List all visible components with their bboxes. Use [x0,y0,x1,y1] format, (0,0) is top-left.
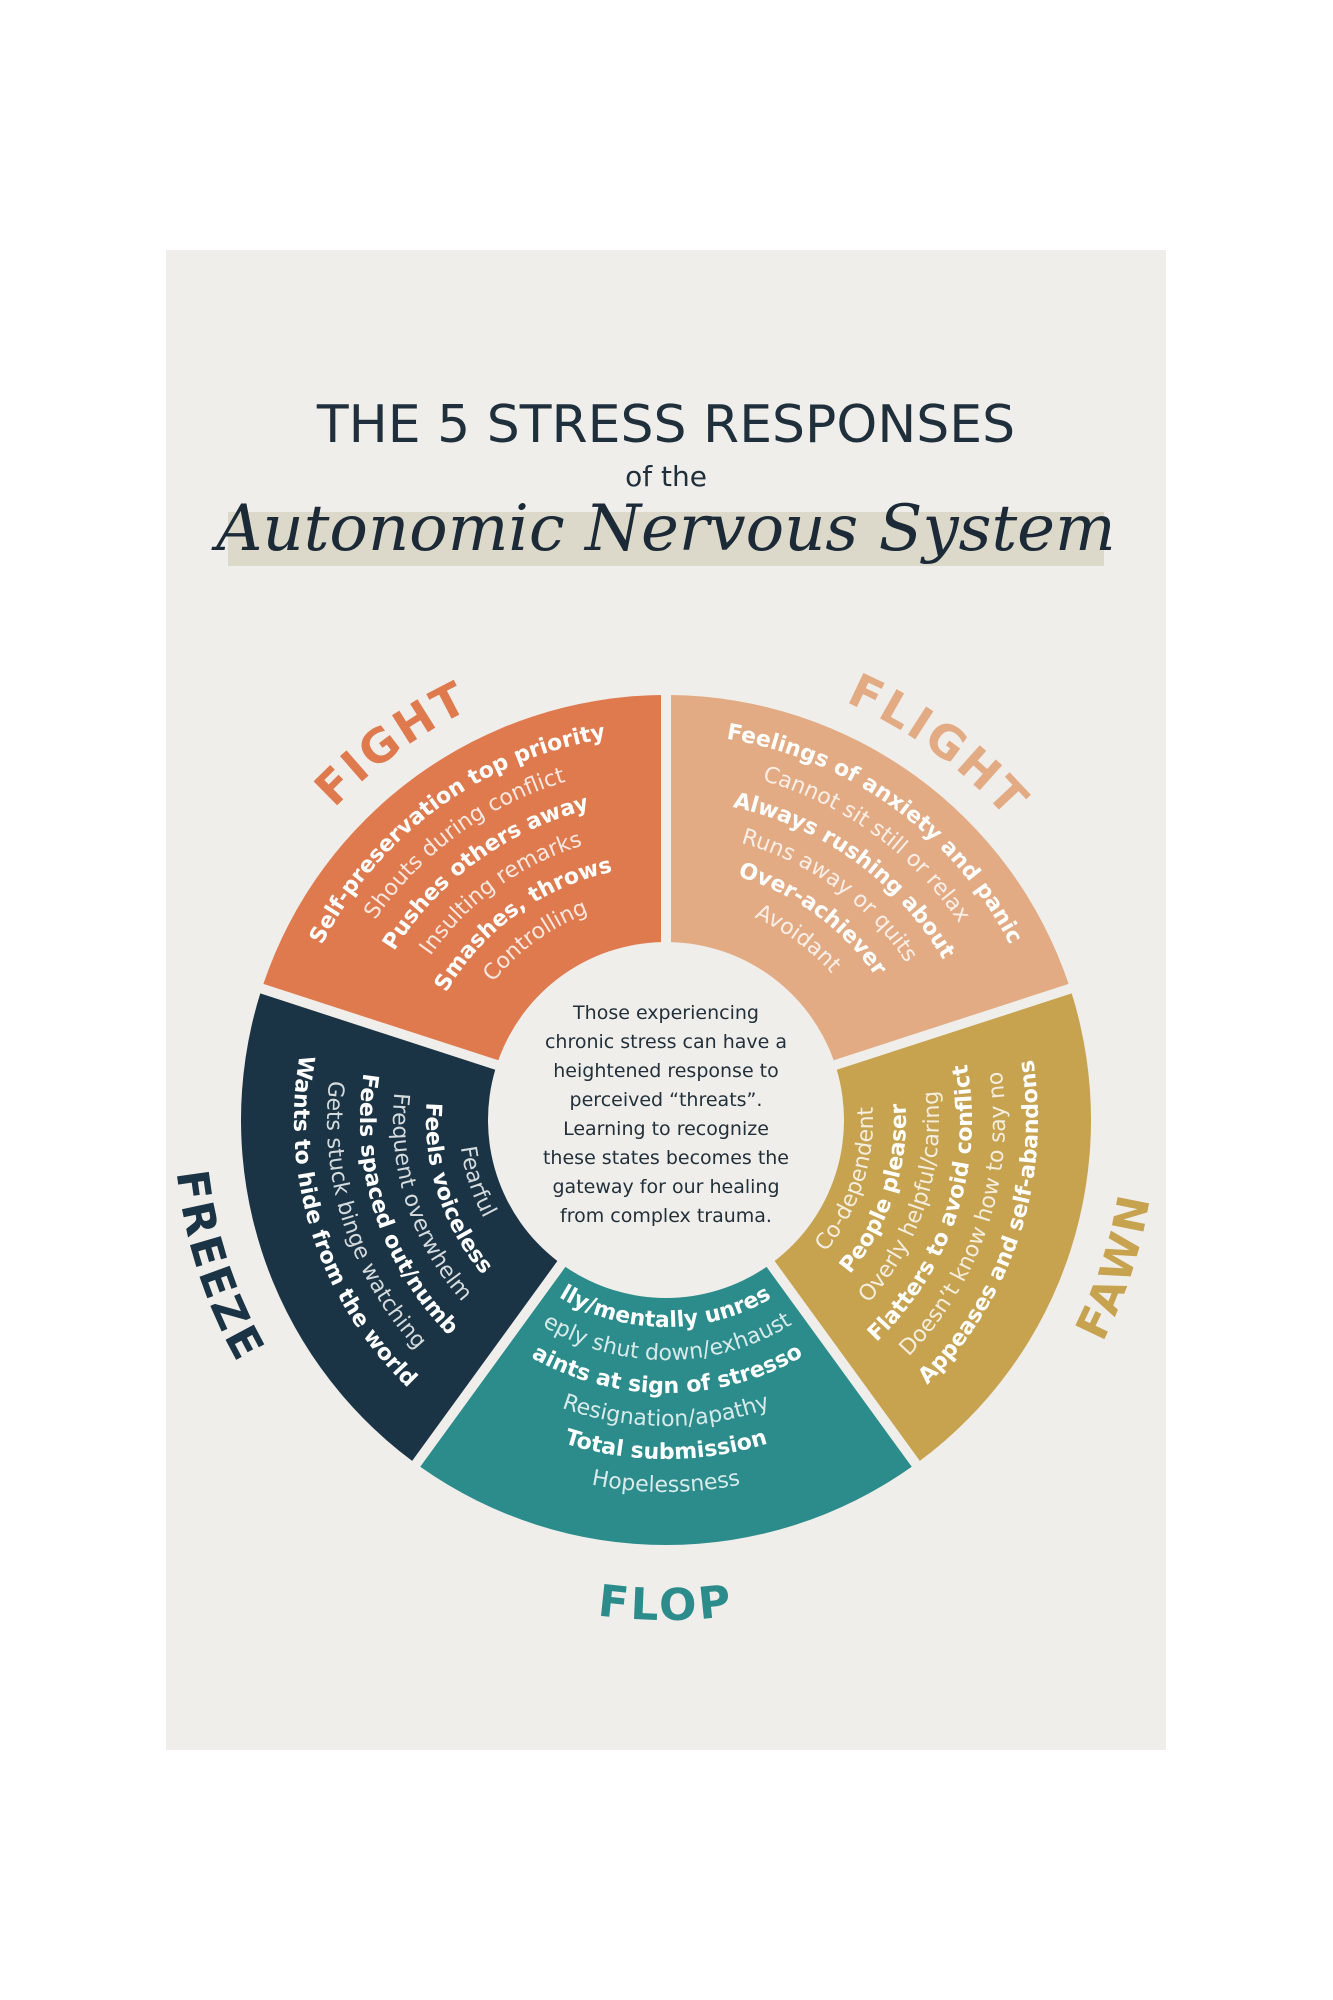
center-line: these states becomes the [542,1147,790,1169]
title-line-1: THE 5 STRESS RESPONSES [316,395,1016,455]
segment-fight [263,695,662,1061]
center-line: heightened response to [553,1060,779,1082]
center-line: Those experiencing [573,1002,759,1024]
center-line: gateway for our healing [552,1176,780,1198]
center-line: from complex trauma. [560,1205,772,1227]
center-line: chronic stress can have a [544,1031,788,1053]
center-hub [492,946,840,1294]
segment-flight [670,695,1069,1061]
center-line: Learning to recognize [563,1118,769,1140]
segment-label-flop: FLOP [596,1576,736,1632]
center-line: perceived “threats”. [569,1089,763,1111]
center-description: Those experiencing chronic stress can ha… [526,999,806,1231]
segment-flop [420,1266,912,1545]
segment-freeze [240,993,558,1461]
title-highlight-band [228,512,1104,566]
segment-fawn [774,993,1091,1461]
poster: THE 5 STRESS RESPONSES of the Autonomic … [166,250,1166,1750]
title-line-2: of the [625,460,707,493]
title-line-3: Autonomic Nervous System [216,492,1116,566]
